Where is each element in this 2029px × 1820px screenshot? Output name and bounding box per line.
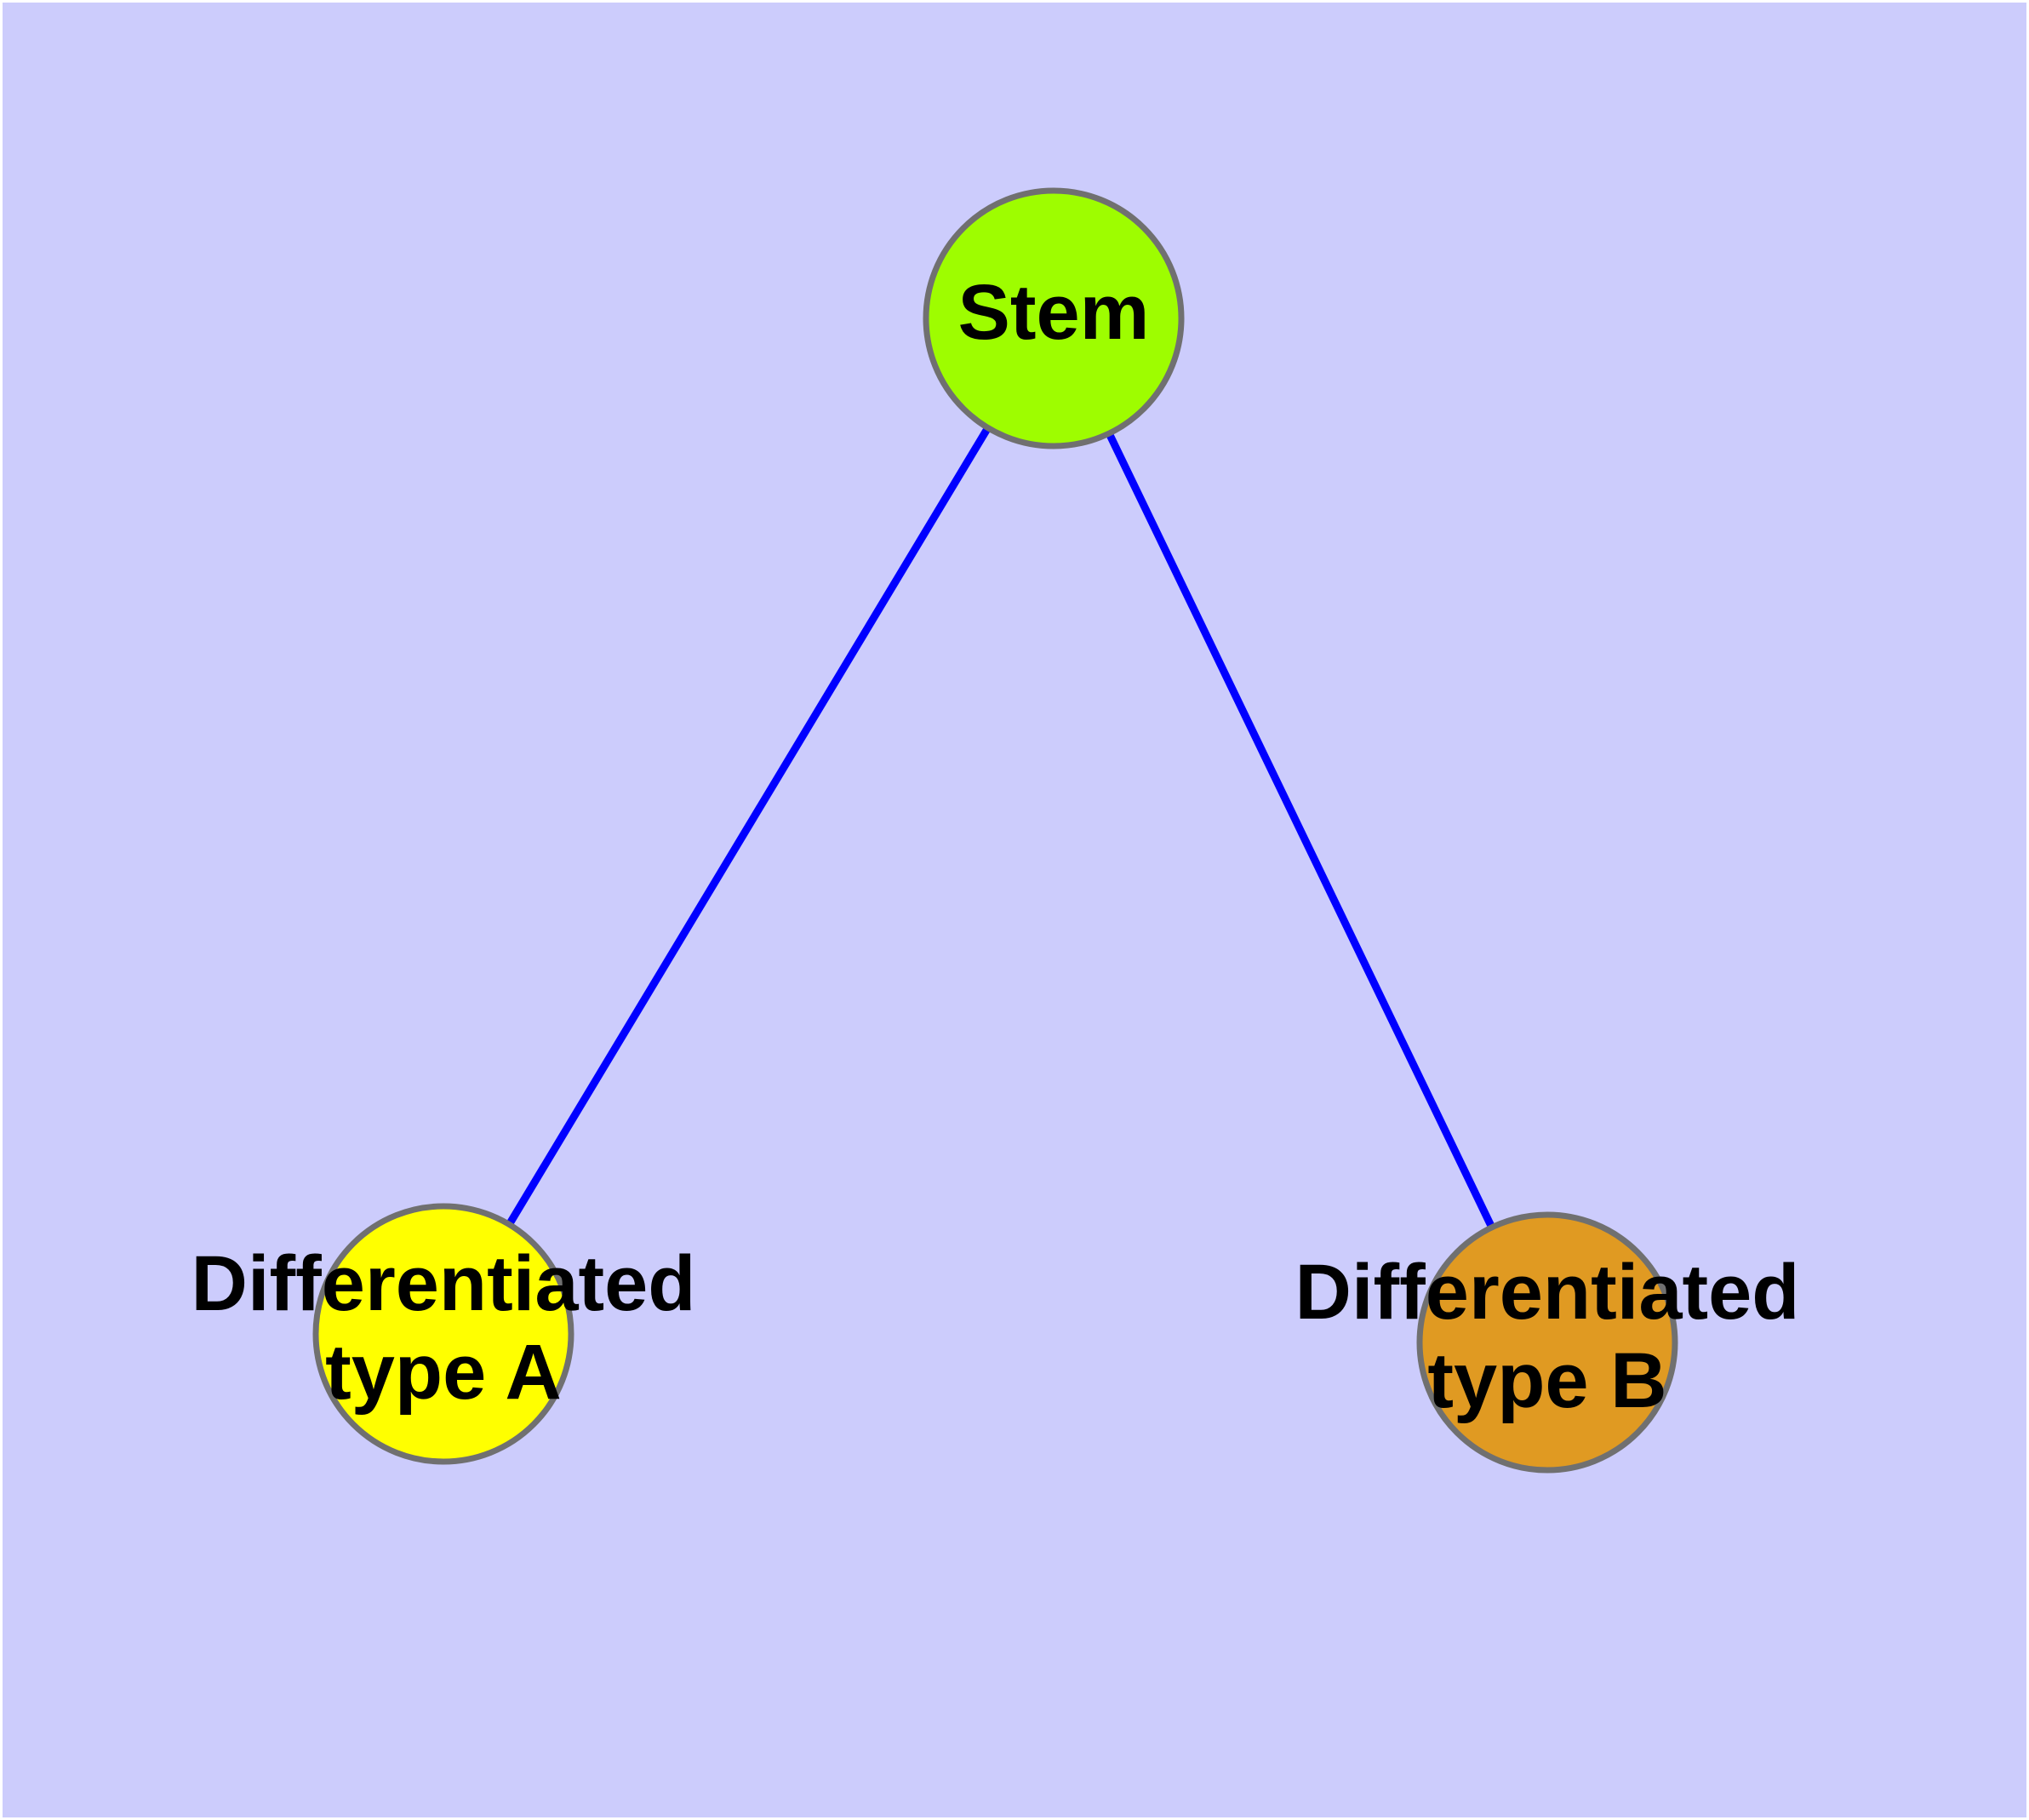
node-stem-label: Stem: [958, 269, 1150, 356]
node-stem[interactable]: Stem: [923, 187, 1185, 449]
node-stem-circle[interactable]: [923, 187, 1185, 449]
node-differentiated-type-a-circle[interactable]: [312, 1203, 574, 1465]
edge-layer: [440, 316, 1552, 1344]
edge-stem-to-differentiated-type-a[interactable]: [440, 316, 1057, 1336]
edge-stem-to-differentiated-type-b[interactable]: [1049, 317, 1552, 1344]
node-differentiated-type-b-circle[interactable]: [1416, 1211, 1678, 1474]
